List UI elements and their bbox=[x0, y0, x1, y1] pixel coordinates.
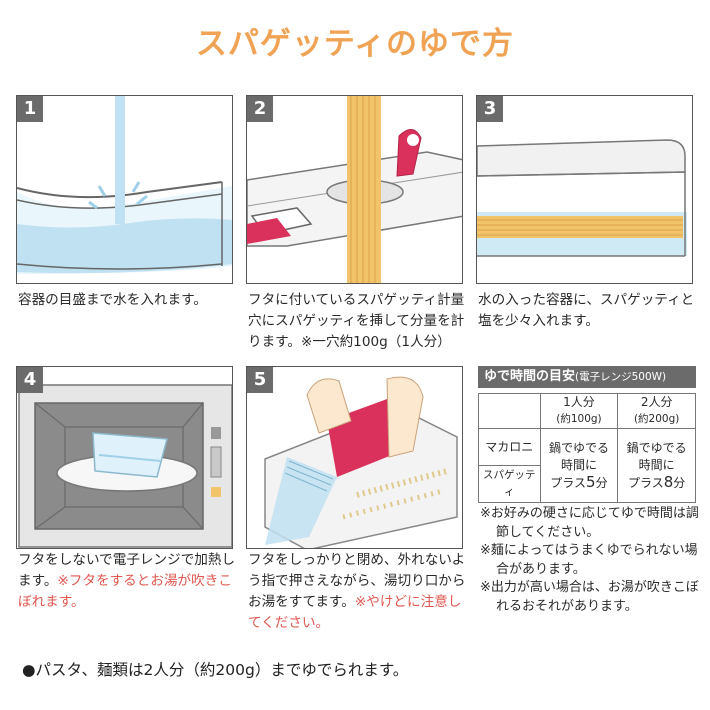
guide-subtitle: (電子レンジ500W) bbox=[575, 371, 667, 383]
step-4-caption: フタをしないで電子レンジで加熱します。※フタをするとお湯が吹きこぼれます。 bbox=[18, 552, 236, 610]
step-1-caption: 容器の目盛まで水を入れます。 bbox=[18, 292, 207, 308]
step-3-illustration: 3 bbox=[476, 95, 693, 284]
container-water-icon bbox=[17, 96, 232, 274]
step-2-illustration: 2 bbox=[246, 95, 463, 284]
notes-list: ※お好みの硬さに応じてゆで時間は調節してください。 ※麺によってはうまくゆでられ… bbox=[480, 505, 702, 616]
note-item: ※麺によってはうまくゆでられない場合があります。 bbox=[480, 543, 698, 577]
note-item: ※お好みの硬さに応じてゆで時間は調節してください。 bbox=[480, 506, 699, 540]
step-1-illustration: 1 bbox=[16, 95, 233, 284]
step-5-illustration: 5 bbox=[246, 366, 463, 549]
cooking-time-table: 1人分 (約100g) 2人分 (約200g) マカロニ 鍋でゆでる 時間に プ… bbox=[478, 393, 696, 503]
step-4-illustration: 4 bbox=[16, 366, 233, 549]
step-3-number: 3 bbox=[477, 96, 503, 122]
step-4-warning: ※フタをするとお湯が吹きこぼれます。 bbox=[18, 573, 232, 610]
row-label-macaroni: マカロニ bbox=[478, 428, 541, 466]
step-5-caption: フタをしっかりと閉め、外れないよう指で押さえながら、湯切り口からお湯をすてます。… bbox=[248, 552, 466, 631]
step-1-number: 1 bbox=[17, 96, 43, 122]
step-3-caption: 水の入った容器に、スパゲッティと塩を少々入れます。 bbox=[478, 292, 695, 329]
step-5-number: 5 bbox=[247, 367, 273, 393]
header-1-serving: 1人分 (約100g) bbox=[539, 393, 619, 429]
drain-water-icon bbox=[264, 376, 458, 548]
time-1-serving: 鍋でゆでる 時間に プラス5分 bbox=[539, 428, 619, 503]
step-2-number: 2 bbox=[247, 96, 273, 122]
step-2-caption: フタに付いているスパゲッティ計量穴にスパゲッティを挿して分量を計ります。※一穴約… bbox=[248, 292, 465, 350]
page-title: スパゲッティのゆで方 bbox=[195, 26, 515, 62]
microwave-icon bbox=[18, 384, 232, 548]
note-item: ※出力が高い場合は、お湯が吹きこぼれるおそれがあります。 bbox=[480, 580, 699, 614]
footer-note: ●パスタ、麺類は2人分（約200g）までゆでられます。 bbox=[22, 661, 409, 679]
step-4-number: 4 bbox=[17, 367, 43, 393]
time-2-servings: 鍋でゆでる 時間に プラス8分 bbox=[617, 428, 696, 503]
row-label-spaghetti: スパゲッティ bbox=[478, 465, 541, 503]
step-5-warning: ※やけどに注意してください。 bbox=[248, 594, 462, 631]
container-spaghetti-icon bbox=[477, 139, 687, 257]
spaghetti-measure-icon bbox=[247, 96, 462, 283]
guide-title: ゆで時間の目安(電子レンジ500W) bbox=[478, 366, 696, 388]
header-2-servings: 2人分 (約200g) bbox=[617, 393, 696, 429]
